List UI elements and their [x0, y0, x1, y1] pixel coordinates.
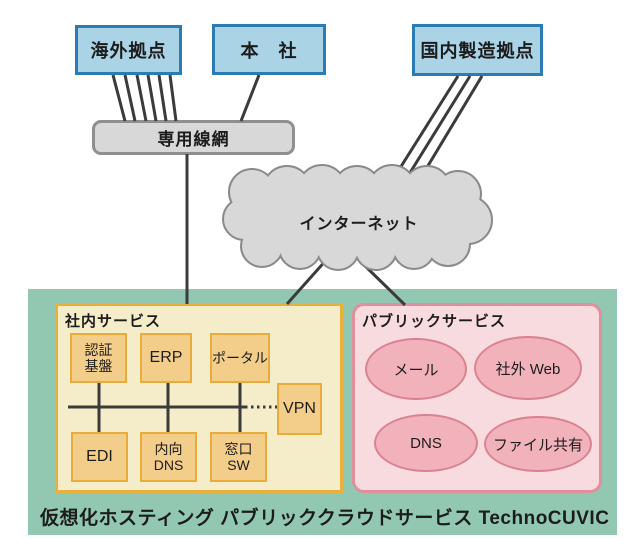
- internal-dns-label: 内向 DNS: [153, 440, 184, 473]
- file-sharing-node: ファイル共有: [484, 416, 592, 472]
- internal-services-panel: 社内サービス 認証 基盤 ERP ポータル VPN EDI 内向 DNS 窓口 …: [55, 303, 343, 493]
- domestic-manufacturing-node: 国内製造拠点: [412, 24, 543, 76]
- public-services-panel: パブリックサービス メール 社外 Web DNS ファイル共有: [352, 303, 602, 493]
- leased-line-network-node: 専用線網: [92, 120, 295, 155]
- portal-label: ポータル: [212, 349, 268, 366]
- gateway-switch-node: 窓口 SW: [210, 432, 267, 482]
- external-web-label: 社外 Web: [495, 360, 561, 378]
- gateway-switch-label: 窓口 SW: [224, 440, 253, 473]
- public-services-title: パブリックサービス: [362, 313, 507, 330]
- public-dns-node: DNS: [374, 414, 478, 472]
- overseas-sites-node: 海外拠点: [75, 25, 182, 75]
- leased-line-network-label: 専用線網: [157, 130, 230, 149]
- internet-label: インターネット: [299, 216, 419, 233]
- auth-platform-label: 認証 基盤: [84, 341, 113, 374]
- domestic-to-internet-lines: [388, 75, 484, 185]
- overseas-sites-label: 海外拠点: [90, 41, 167, 61]
- internal-dns-node: 内向 DNS: [140, 432, 197, 482]
- headquarters-node: 本 社: [212, 24, 326, 75]
- domestic-manufacturing-label: 国内製造拠点: [420, 41, 535, 61]
- erp-label: ERP: [149, 348, 183, 366]
- vpn-label: VPN: [283, 399, 316, 417]
- internal-bus-lines: [68, 381, 277, 434]
- vpn-node: VPN: [277, 383, 322, 435]
- auth-platform-node: 認証 基盤: [70, 333, 127, 383]
- overseas-to-leased-lines: [111, 74, 178, 122]
- erp-node: ERP: [140, 333, 192, 383]
- internal-services-title: 社内サービス: [65, 313, 162, 330]
- hq-to-leased-line: [239, 74, 261, 122]
- edi-label: EDI: [86, 447, 113, 465]
- service-caption: 仮想化ホスティング パブリッククラウドサービス TechnoCUVIC: [40, 508, 610, 529]
- edi-node: EDI: [71, 432, 128, 482]
- headquarters-label: 本 社: [240, 40, 298, 61]
- portal-node: ポータル: [210, 333, 270, 383]
- cloud-service-zone: 社内サービス 認証 基盤 ERP ポータル VPN EDI 内向 DNS 窓口 …: [28, 289, 617, 535]
- mail-node: メール: [365, 338, 467, 400]
- mail-label: メール: [393, 361, 439, 379]
- file-sharing-label: ファイル共有: [492, 436, 583, 454]
- external-web-node: 社外 Web: [474, 336, 582, 400]
- public-dns-label: DNS: [410, 434, 442, 452]
